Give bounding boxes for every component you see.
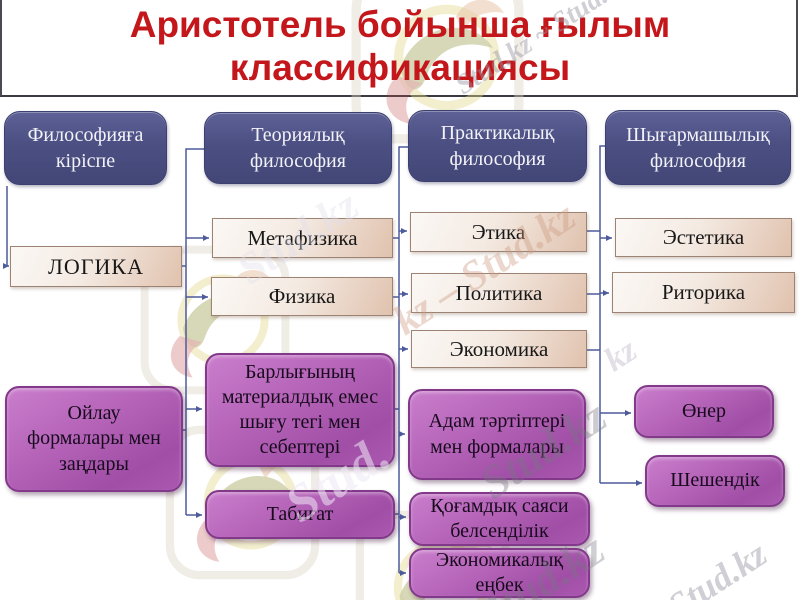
page-title: Аристотель бойынша ғылым классификациясы: [0, 4, 800, 90]
box-politics: Политика: [411, 273, 587, 313]
box-logic: ЛОГИКА: [10, 246, 182, 287]
header-practical-philosophy: Практикалық философия: [408, 110, 587, 182]
watermark-text: kz: [598, 331, 644, 380]
box-ethics: Этика: [410, 212, 587, 252]
header-intro-philosophy: Философияға кіріспе: [4, 111, 167, 185]
title-line-1: Аристотель бойынша ғылым: [129, 4, 671, 45]
header-creative-philosophy: Шығармашылық философия: [605, 110, 791, 185]
box-economics: Экономика: [411, 330, 587, 368]
box-rhetoric: Риторика: [612, 272, 795, 313]
box-aesthetics: Эстетика: [615, 218, 792, 257]
box-physics: Физика: [211, 277, 393, 316]
box-immaterial-origin: Барлығының материалдық емес шығу тегі ме…: [205, 353, 395, 467]
box-economic-labor: Экономикалық еңбек: [409, 548, 590, 598]
header-theoretical-philosophy: Теориялық философия: [204, 112, 392, 184]
box-nature: Табиғат: [205, 490, 395, 539]
box-art: Өнер: [634, 385, 774, 438]
box-social-political-activity: Қоғамдық саяси белсенділік: [409, 492, 590, 546]
box-metaphysics: Метафизика: [212, 218, 393, 258]
title-line-2: классификациясы: [229, 46, 571, 88]
box-oratory: Шешендік: [645, 455, 785, 507]
box-thinking-forms-laws: Ойлау формалары мен заңдары: [5, 386, 183, 492]
watermark-text: Stud.kz: [660, 533, 774, 600]
box-human-behavior: Адам тәртіптері мен формалары: [408, 389, 586, 480]
